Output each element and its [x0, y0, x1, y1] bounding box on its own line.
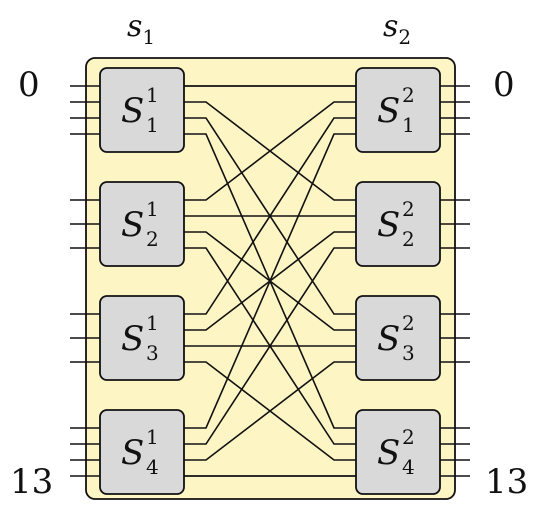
svg-text:3: 3: [402, 341, 415, 365]
wire-s1-4-to-s2-2: [184, 247, 356, 445]
svg-text:2: 2: [402, 227, 415, 251]
left-bottom-port-label: 13: [10, 462, 53, 502]
svg-text:S: S: [121, 205, 144, 245]
svg-text:4: 4: [402, 455, 415, 479]
svg-text:3: 3: [146, 341, 159, 365]
switch-s2-2: S 2 2: [355, 181, 441, 267]
wire-s1-4-to-s2-3: [184, 361, 356, 461]
svg-text:S: S: [377, 319, 400, 359]
svg-text:2: 2: [402, 311, 415, 335]
switch-s1-3: S 1 3: [99, 295, 185, 381]
wire-s1-2-to-s2-1: [184, 101, 356, 201]
switch-s1-4: S 1 4: [99, 409, 185, 495]
svg-text:1: 1: [146, 83, 159, 107]
stage-2-label: s2: [383, 9, 411, 49]
svg-text:1: 1: [146, 113, 159, 137]
right-bottom-port-label: 13: [485, 462, 528, 502]
wire-s1-4-to-s2-1: [184, 133, 356, 429]
interconnect-wires: [184, 85, 356, 477]
svg-text:S: S: [121, 319, 144, 359]
port-stub-lines: [70, 85, 470, 477]
wire-s1-3-to-s2-1: [184, 117, 356, 315]
svg-text:1: 1: [402, 113, 415, 137]
stage-1-label: s1: [127, 9, 155, 49]
left-top-port-label: 0: [18, 65, 40, 105]
svg-text:S: S: [377, 433, 400, 473]
svg-text:S: S: [377, 205, 400, 245]
right-top-port-label: 0: [493, 65, 515, 105]
svg-text:S: S: [377, 91, 400, 131]
svg-text:S: S: [121, 433, 144, 473]
switch-s2-1: S 2 1: [355, 67, 441, 153]
switch-s1-2: S 1 2: [99, 181, 185, 267]
svg-text:4: 4: [146, 455, 159, 479]
svg-text:2: 2: [402, 425, 415, 449]
svg-text:2: 2: [402, 83, 415, 107]
switch-s1-1: S 1 1: [99, 67, 185, 153]
svg-text:1: 1: [146, 425, 159, 449]
svg-text:S: S: [121, 91, 144, 131]
svg-text:2: 2: [146, 227, 159, 251]
svg-text:2: 2: [402, 197, 415, 221]
switch-s2-3: S 2 3: [355, 295, 441, 381]
switch-s2-4: S 2 4: [355, 409, 441, 495]
svg-text:1: 1: [146, 197, 159, 221]
svg-text:1: 1: [146, 311, 159, 335]
